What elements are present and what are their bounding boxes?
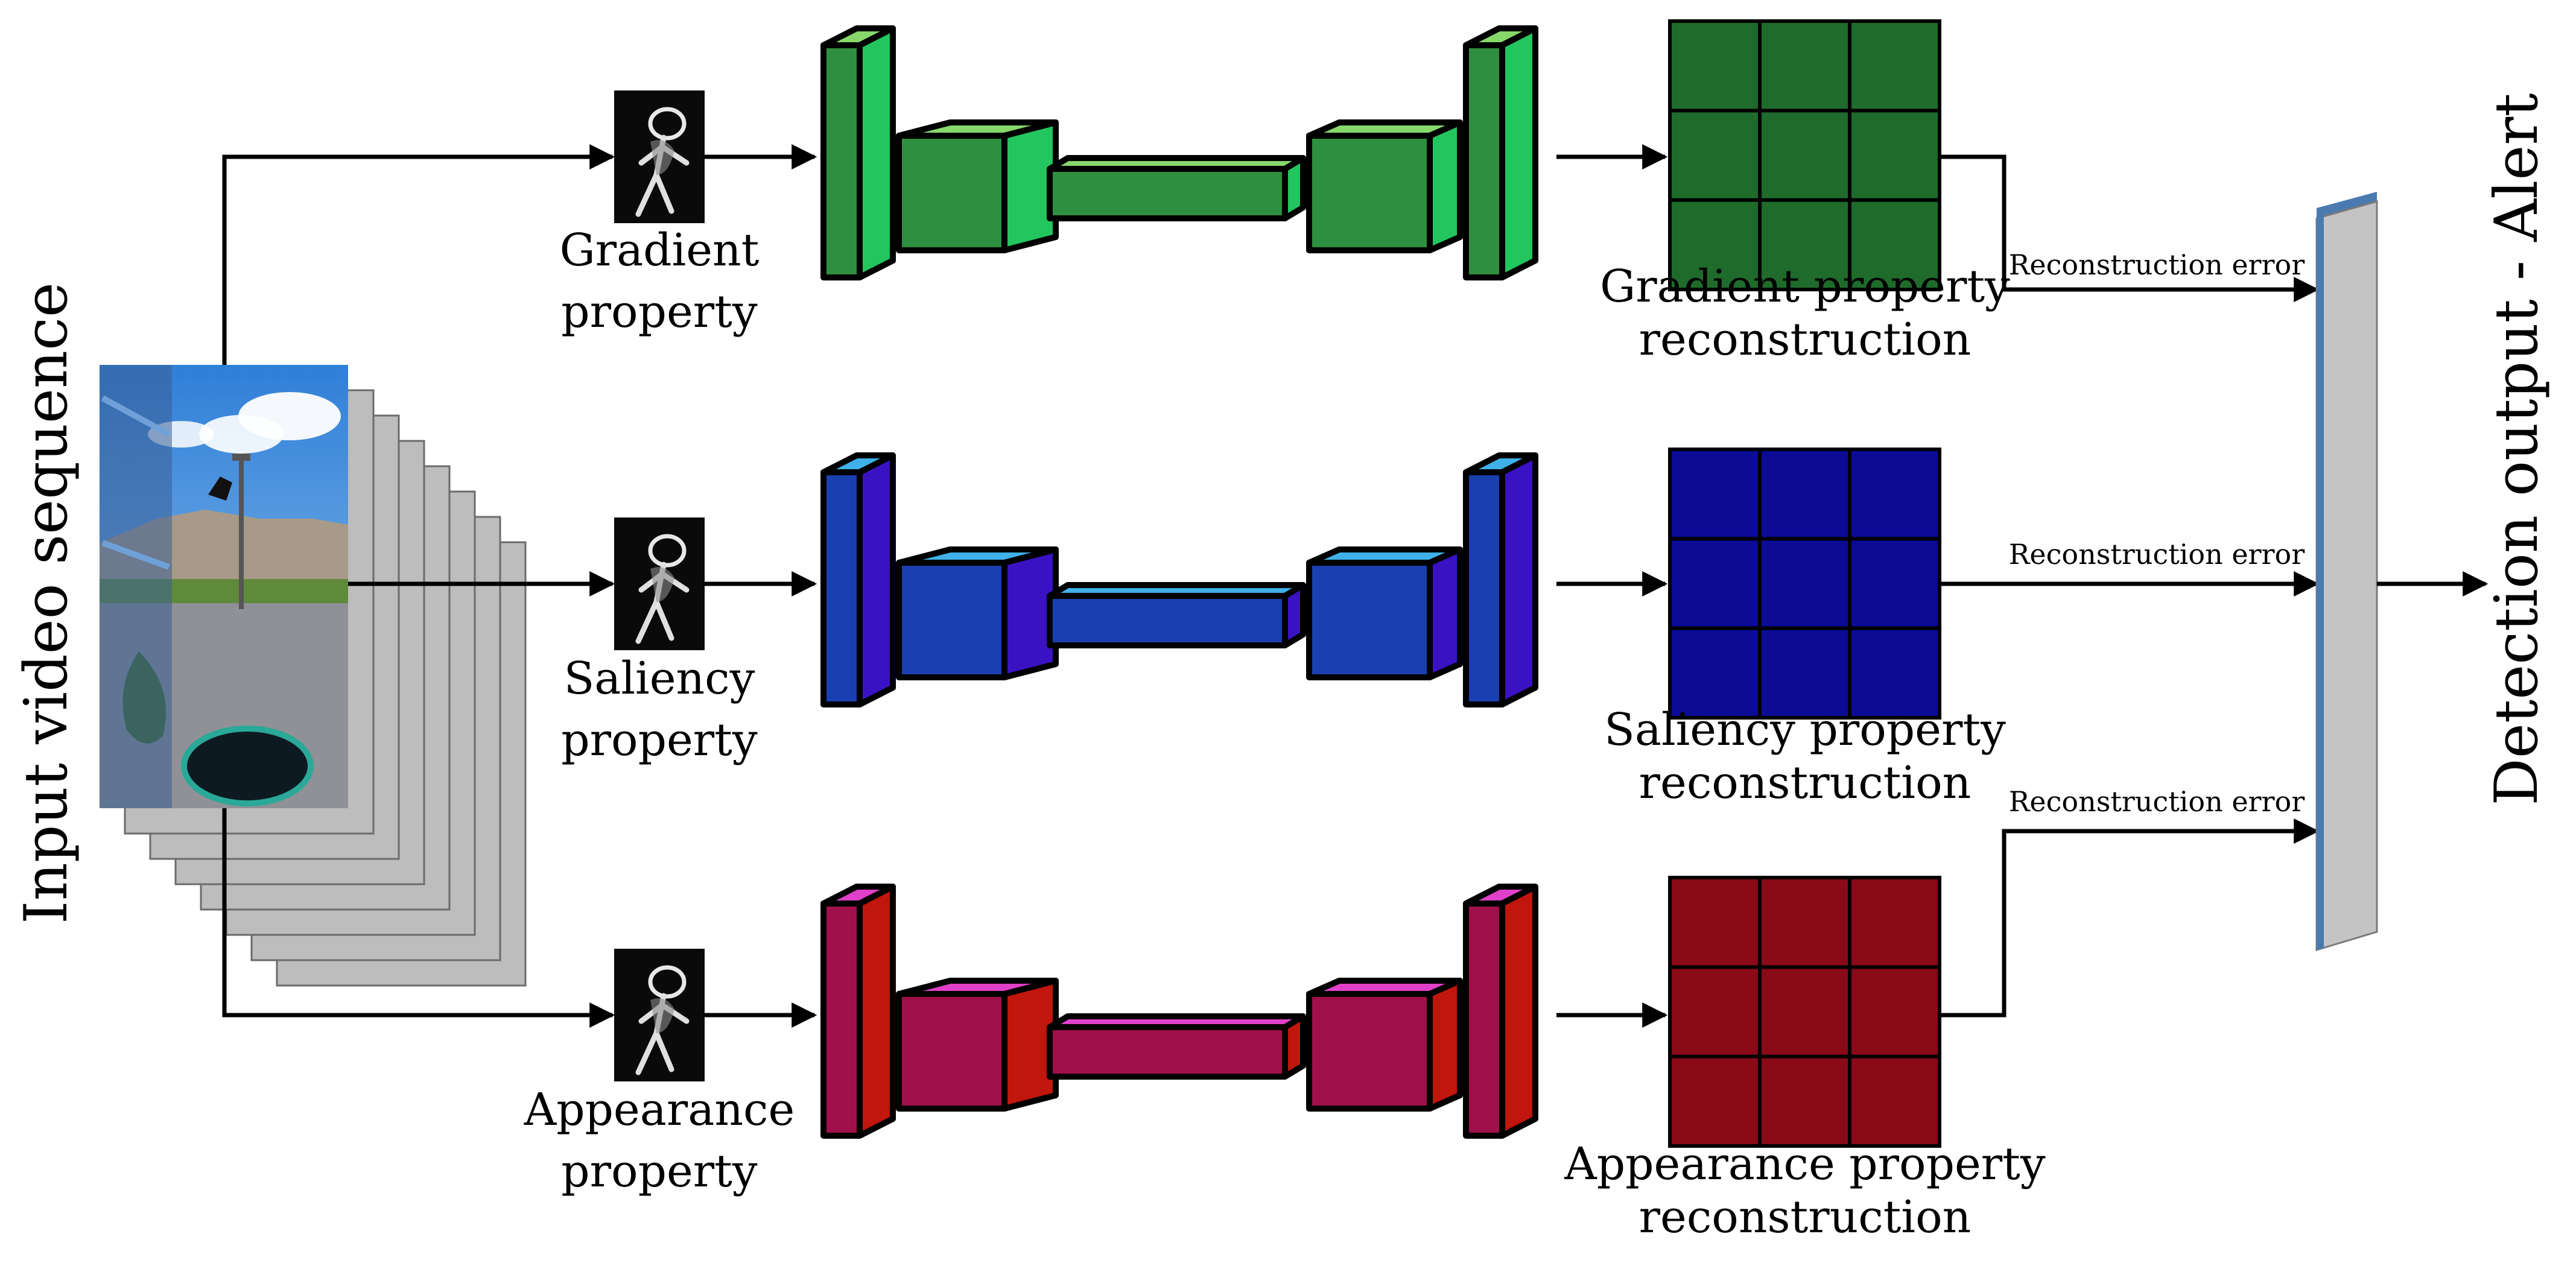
reconstruction-grid <box>1668 19 1941 291</box>
feature-label-line: Gradient <box>560 224 760 276</box>
feature-label: Gradient property <box>560 224 760 338</box>
box-front-face <box>1463 469 1505 707</box>
decoder-slab <box>1463 452 1538 707</box>
encoder-block <box>896 978 1059 1112</box>
encoder-block <box>896 546 1059 680</box>
box-side-face <box>857 25 896 280</box>
bottleneck-block <box>1047 1013 1306 1080</box>
box-front-face <box>820 900 863 1139</box>
feature-label: Saliency property <box>561 653 758 766</box>
box-front-face <box>1306 991 1433 1112</box>
feature-label-line: Appearance <box>524 1084 795 1136</box>
reconstruction-grid <box>1668 876 1941 1148</box>
feature-label: Appearance property <box>524 1084 795 1197</box>
reconstruction-label-line: Gradient property <box>1600 261 2010 312</box>
error-connector <box>1940 154 2320 302</box>
reconstruction-label-line: Appearance property <box>1564 1138 2046 1190</box>
box-front-face <box>896 133 1007 253</box>
encoder-slab <box>820 452 896 707</box>
encoder-slab <box>820 25 896 280</box>
person-shade <box>650 140 674 175</box>
box-front-face <box>820 42 863 280</box>
reconstruction-label-line: reconstruction <box>1639 314 1972 366</box>
reconstruction-error-label: Reconstruction error <box>2009 785 2305 818</box>
person-shade <box>650 998 674 1033</box>
reconstruction-grid <box>1668 448 1941 720</box>
box-front-face <box>896 560 1007 680</box>
box-front-face <box>1047 1024 1288 1080</box>
feature-label-line: Saliency <box>564 653 755 704</box>
box-front-face <box>1047 593 1288 648</box>
feature-label-line: property <box>561 714 758 766</box>
error-connector <box>1940 818 2320 1018</box>
encoder-block <box>896 119 1059 253</box>
box-side-face <box>857 884 896 1139</box>
decoder-slab <box>1463 884 1538 1139</box>
box-side-face <box>1427 978 1463 1112</box>
reconstruction-error-label: Reconstruction error <box>2009 248 2305 281</box>
box-side-face <box>1499 452 1538 707</box>
bottleneck-block <box>1047 582 1306 648</box>
feature-image <box>614 949 705 1081</box>
input-connectors <box>222 144 615 1028</box>
box-side-face <box>1427 119 1463 253</box>
box-front-face <box>1463 42 1505 280</box>
encoder-slab <box>820 884 896 1139</box>
box-side-face <box>857 452 896 707</box>
reconstruction-error-label: Reconstruction error <box>2009 538 2305 571</box>
box-front-face <box>1306 133 1433 253</box>
box-front-face <box>1463 900 1505 1139</box>
decoder-slab <box>1463 25 1538 280</box>
feature-image <box>614 90 705 223</box>
input-sequence-label: Input video sequence <box>12 282 81 924</box>
box-side-face <box>1427 546 1463 680</box>
person-shade <box>650 567 674 602</box>
box-front-face <box>820 469 863 707</box>
decoder-block <box>1306 119 1463 253</box>
reconstruction-label-line: reconstruction <box>1639 1191 1972 1243</box>
person-head <box>648 965 687 999</box>
input-video-frame <box>100 365 348 808</box>
decoder-block <box>1306 546 1463 680</box>
box-front-face <box>1047 166 1288 221</box>
box-side-face <box>1499 884 1538 1139</box>
bottleneck-block <box>1047 155 1306 221</box>
reconstruction-label-line: reconstruction <box>1639 757 1972 809</box>
detection-output-label: Detection output - Alert <box>2482 93 2551 805</box>
box-front-face <box>1306 560 1433 680</box>
person-head <box>648 107 687 141</box>
box-front-face <box>896 991 1007 1112</box>
person-head <box>648 534 687 568</box>
decoder-block <box>1306 978 1463 1112</box>
box-side-face <box>1499 25 1538 280</box>
detection-output-bar <box>2315 192 2378 952</box>
reconstruction-label-line: Saliency property <box>1604 704 2006 756</box>
feature-label-line: property <box>561 286 758 338</box>
feature-image <box>614 517 705 650</box>
feature-label-line: property <box>561 1145 758 1197</box>
